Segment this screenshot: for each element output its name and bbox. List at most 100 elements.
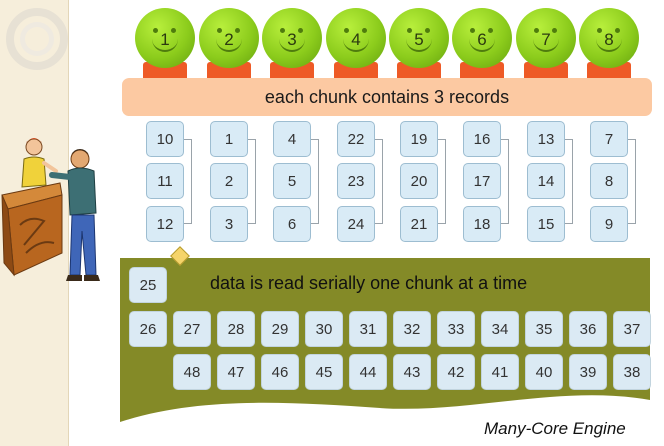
record-cell: 6 [273,206,311,242]
core-number: 6 [477,30,487,49]
engine-record-cell: 33 [437,311,475,347]
core-eye [298,28,303,33]
chunk-bracket [565,139,573,224]
decorative-ring-icon [6,8,68,70]
record-cell: 11 [146,163,184,199]
chunk-bracket [184,139,192,224]
engine-record-cell: 45 [305,354,343,390]
core-eye [597,28,602,33]
core-1: 1 [133,8,197,88]
engine-record-cell: 37 [613,311,651,347]
core-number: 5 [414,30,424,49]
core-smile [469,38,495,52]
core-number: 7 [541,30,551,49]
record-cell: 3 [210,206,248,242]
engine-record-cell: 36 [569,311,607,347]
core-eye [470,28,475,33]
core-eye [615,28,620,33]
record-cell: 12 [146,206,184,242]
record-cell: 5 [273,163,311,199]
engine-record-cell: 38 [613,354,651,390]
record-cell: 19 [400,121,438,157]
core-eye [280,28,285,33]
record-cell: 18 [463,206,501,242]
chunk-info-banner: each chunk contains 3 records [122,78,652,116]
core-eye [552,28,557,33]
engine-record-cell: 30 [305,311,343,347]
core-number: 1 [160,30,170,49]
chunk-bracket [311,139,319,224]
core-6: 6 [450,8,514,88]
core-eye [362,28,367,33]
chunk-bracket [501,139,509,224]
record-cell: 2 [210,163,248,199]
record-cell: 8 [590,163,628,199]
core-eye [217,28,222,33]
engine-record-cell: 35 [525,311,563,347]
core-number: 3 [287,30,297,49]
record-cell: 16 [463,121,501,157]
record-cell: 14 [527,163,565,199]
engine-record-cell: 41 [481,354,519,390]
decorative-ring-inner-icon [20,22,54,56]
core-number: 4 [351,30,361,49]
record-cell: 21 [400,206,438,242]
engine-record-cell: 47 [217,354,255,390]
engine-record-cell: 34 [481,311,519,347]
engine-label: Many-Core Engine [484,419,626,438]
core-smile [406,38,432,52]
engine-record-cell: 26 [129,311,167,347]
engine-record-cell: 43 [393,354,431,390]
core-7: 7 [514,8,578,88]
record-cell: 20 [400,163,438,199]
chunk-info-text: each chunk contains 3 records [264,86,510,107]
chunk-bracket [375,139,383,224]
engine-record-cell: 28 [217,311,255,347]
core-smile [343,38,369,52]
record-cell: 15 [527,206,565,242]
engine-record-cell: 32 [393,311,431,347]
engine-record-cell: 42 [437,354,475,390]
core-eye [407,28,412,33]
record-cell: 10 [146,121,184,157]
read-serially-caption: data is read serially one chunk at a tim… [210,273,528,293]
engine-record-cell: 44 [349,354,387,390]
core-eye [171,28,176,33]
chunk-bracket [248,139,256,224]
core-eye [235,28,240,33]
core-eye [153,28,158,33]
chunk-bracket [438,139,446,224]
record-cell: 7 [590,121,628,157]
record-cell: 23 [337,163,375,199]
engine-record-cell: 40 [525,354,563,390]
core-3: 3 [260,8,324,88]
record-cell: 22 [337,121,375,157]
chunk-bracket [628,139,636,224]
core-smile [596,38,622,52]
core-eye [488,28,493,33]
core-smile [533,38,559,52]
engine-record-cell: 31 [349,311,387,347]
core-smile [152,38,178,52]
engine-record-cell: 29 [261,311,299,347]
core-2: 2 [197,8,261,88]
core-eye [534,28,539,33]
core-eye [425,28,430,33]
engine-record-cell: 25 [129,267,167,303]
engine-record-cell: 27 [173,311,211,347]
record-cell: 9 [590,206,628,242]
core-eye [344,28,349,33]
engine-record-cell: 48 [173,354,211,390]
core-number: 2 [224,30,234,49]
record-cell: 1 [210,121,248,157]
core-smile [279,38,305,52]
clerk-counter-illustration-icon [1,138,100,281]
record-cell: 13 [527,121,565,157]
record-cell: 4 [273,121,311,157]
core-smile [216,38,242,52]
core-number: 8 [604,30,614,49]
record-cell: 24 [337,206,375,242]
record-cell: 17 [463,163,501,199]
engine-record-cell: 39 [569,354,607,390]
engine-record-cell: 46 [261,354,299,390]
